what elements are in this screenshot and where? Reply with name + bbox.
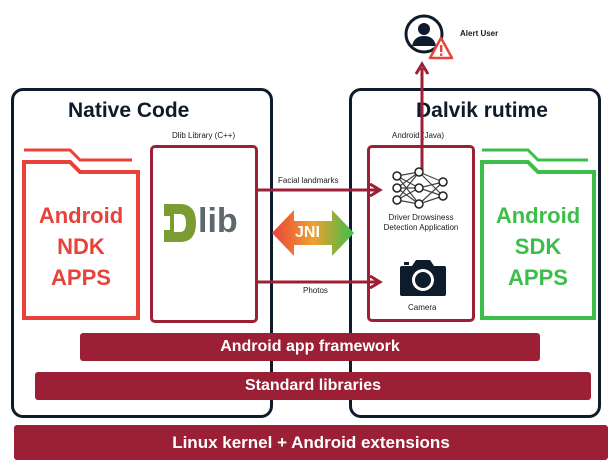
ndk-folder-icon — [22, 148, 140, 320]
dalvik-runtime-title: Dalvik rutime — [416, 99, 548, 122]
native-code-title: Native Code — [68, 99, 190, 122]
standard-libraries-bar: Standard libraries — [35, 372, 591, 400]
jni-double-arrow — [272, 210, 354, 256]
sdk-line2: SDK — [514, 234, 562, 259]
sdk-line1: Android — [495, 203, 581, 228]
detection-app-line1: Driver Drowsiness — [388, 213, 454, 222]
sdk-line3: APPS — [508, 265, 568, 290]
dlib-logo: lib — [160, 200, 252, 246]
ndk-line2: NDK — [57, 234, 105, 259]
dlib-d-icon — [164, 204, 196, 242]
android-app-framework-bar: Android app framework — [80, 333, 540, 361]
facial-landmarks-arrow — [258, 183, 383, 197]
dlib-logo-text: lib — [198, 202, 238, 240]
warning-icon — [428, 36, 454, 60]
detection-app-line2: Detection Application — [383, 223, 459, 232]
android-java-label: Android (Java) — [392, 131, 445, 140]
neural-network-icon — [392, 167, 448, 209]
ndk-apps-label: Android NDK APPS — [26, 200, 136, 293]
sdk-folder-icon — [480, 148, 596, 320]
linux-kernel-bar: Linux kernel + Android extensions — [14, 425, 608, 460]
jni-label: JNI — [295, 224, 320, 241]
photos-arrow — [258, 275, 383, 289]
camera-icon — [400, 260, 446, 296]
ndk-line3: APPS — [51, 265, 111, 290]
sdk-apps-label: Android SDK APPS — [482, 200, 594, 293]
detection-app-label: Driver Drowsiness Detection Application — [368, 213, 474, 233]
photos-label: Photos — [303, 286, 328, 295]
alert-arrow — [414, 61, 430, 174]
native-code-panel — [11, 88, 273, 418]
dlib-library-label: Dlib Library (C++) — [172, 131, 236, 140]
dlib-library-box — [150, 145, 258, 323]
alert-user-label: Alert User — [460, 29, 499, 38]
camera-label: Camera — [408, 303, 437, 312]
user-avatar-icon — [404, 14, 444, 54]
facial-landmarks-label: Facial landmarks — [278, 176, 339, 185]
ndk-line1: Android — [38, 203, 124, 228]
dalvik-runtime-panel — [349, 88, 601, 418]
